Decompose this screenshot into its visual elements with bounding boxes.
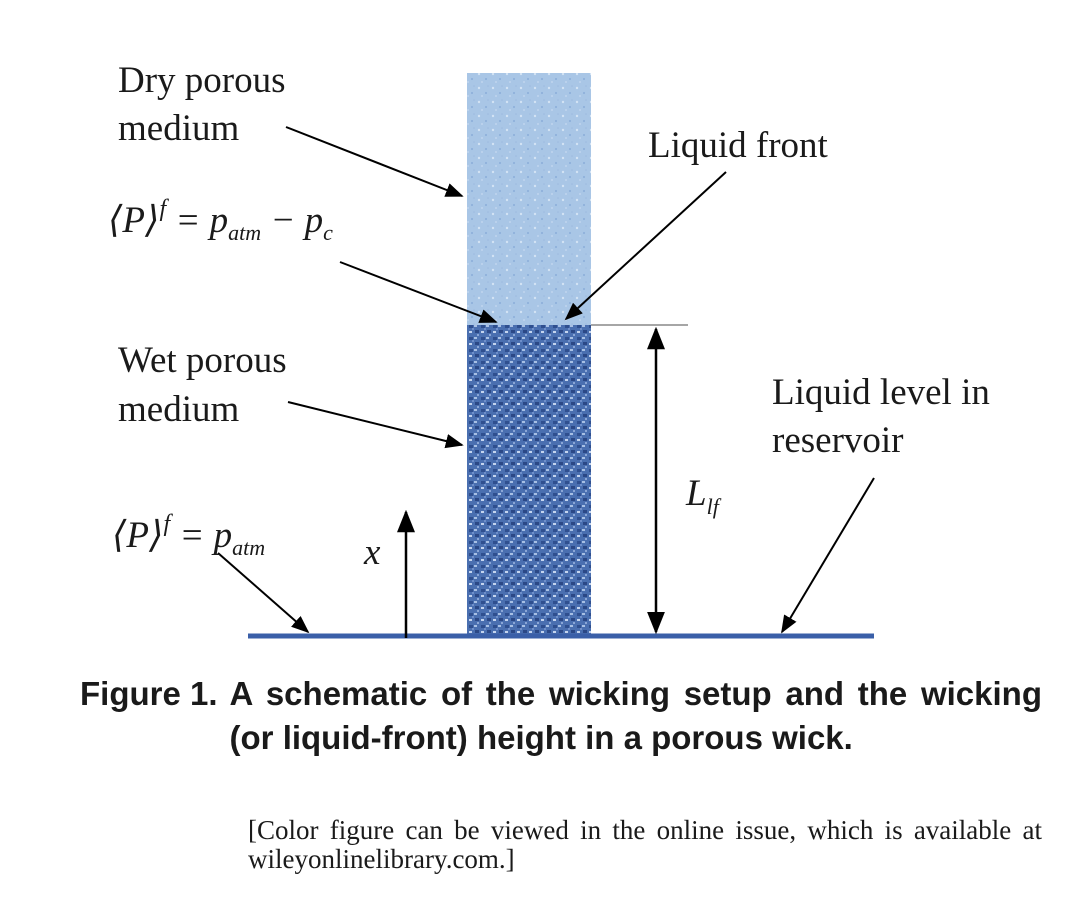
color-figure-note: [Color figure can be viewed in the onlin… <box>248 815 1042 874</box>
bottom-eq-sup: f <box>163 511 173 537</box>
top-eq-p: = p <box>166 200 228 241</box>
liquid-front-label: Liquid front <box>648 125 829 166</box>
height-label: Llf <box>685 473 722 519</box>
wet-medium-pointer <box>287 401 464 449</box>
figure-number: Figure 1. <box>80 675 218 712</box>
bottom-pressure-equation: ⟨P⟩f = patm <box>112 511 265 560</box>
wet-porous-medium <box>467 325 591 637</box>
reservoir-label-line2: reservoir <box>772 420 904 461</box>
wet-medium-label-line2: medium <box>118 389 239 430</box>
height-symbol: L <box>685 473 707 514</box>
bottom-eq-lhs: ⟨P⟩ <box>112 515 163 556</box>
height-subscript: lf <box>707 494 722 519</box>
top-eq-sub1: atm <box>228 220 261 245</box>
wet-medium-label-line1: Wet porous <box>118 340 287 381</box>
dry-medium-label-line1: Dry porous <box>118 60 286 101</box>
wet-medium-label: Wet porous medium <box>118 340 296 430</box>
bottom-eq-p: = p <box>170 515 232 556</box>
figure-caption-text: A schematic of the wicking setup and the… <box>229 675 1042 756</box>
reservoir-label-line1: Liquid level in <box>772 372 990 413</box>
dry-medium-pointer <box>285 126 464 197</box>
reservoir-pointer <box>781 477 875 634</box>
bottom-eq-sub1: atm <box>232 535 265 560</box>
wicking-schematic: Dry porous medium Liquid front ⟨P⟩f = pa… <box>108 60 999 639</box>
dry-porous-medium <box>467 73 591 325</box>
dry-medium-label-line2: medium <box>118 108 239 149</box>
top-pressure-pointer <box>339 261 498 323</box>
top-eq-minus: − p <box>261 200 323 241</box>
top-eq-lhs: ⟨P⟩ <box>108 200 159 241</box>
top-eq-sub2: c <box>323 220 333 245</box>
bottom-pressure-pointer <box>217 552 310 634</box>
x-axis-label: x <box>363 532 381 573</box>
dry-medium-label: Dry porous medium <box>118 60 295 149</box>
figure-caption: Figure 1. A schematic of the wicking set… <box>80 672 1042 760</box>
liquid-front-pointer <box>564 171 727 321</box>
top-eq-sup: f <box>159 196 169 222</box>
top-pressure-equation: ⟨P⟩f = patm − pc <box>108 196 333 245</box>
reservoir-label: Liquid level in reservoir <box>772 372 999 461</box>
